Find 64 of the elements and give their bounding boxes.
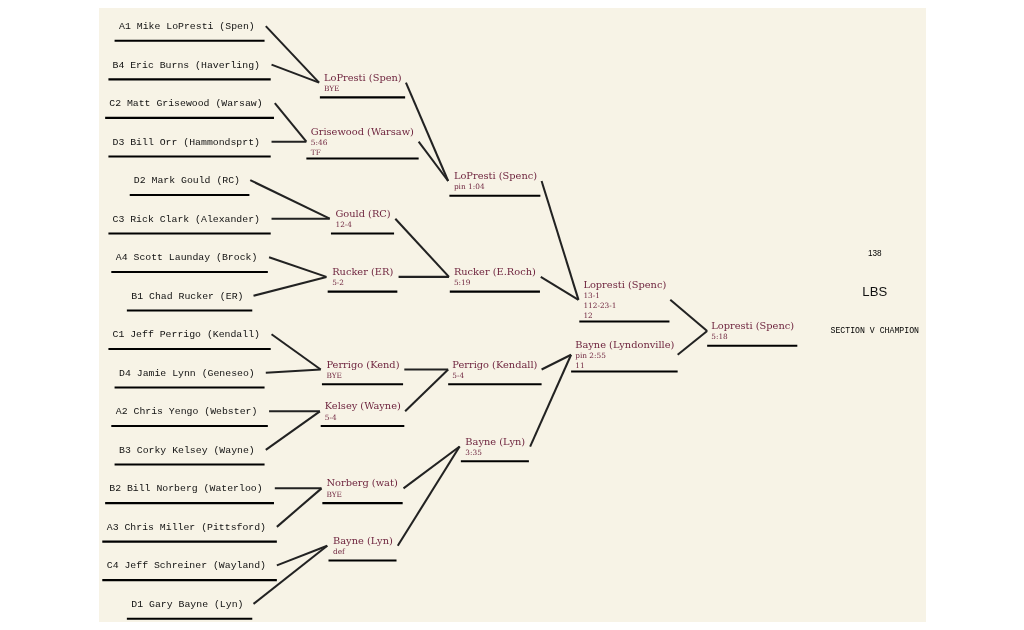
connector: [274, 487, 322, 490]
label: LBS: [861, 283, 887, 299]
connector: [676, 330, 708, 356]
node-text: C3 Rick Clark (Alexander): [112, 213, 260, 225]
node-text: B4 Eric Burns (Haverling): [112, 59, 260, 71]
connector: [252, 544, 328, 605]
connector: [275, 487, 322, 528]
node-text: A1 Mike LoPresti (Spen): [118, 21, 255, 33]
node-text: Lopresti (Spenc) 13-1 112-23-1 12: [582, 279, 666, 321]
node-text: C4 Jeff Schreiner (Wayland): [106, 560, 266, 572]
node-text: Rucker (ER) 5-2: [331, 265, 393, 288]
connector: [528, 354, 572, 447]
connector: [276, 544, 328, 567]
node-text: B2 Bill Norberg (Waterloo): [108, 483, 263, 495]
node-text: Lopresti (Spenc) 5:18: [710, 320, 794, 342]
connector: [540, 180, 579, 301]
node-text: LoPresti (Spenc) pin 1:04: [453, 170, 537, 192]
node-text: Rucker (E.Roch) 5:19: [453, 265, 536, 288]
node-text: Norberg (wat) BYE: [325, 477, 398, 499]
label: 138: [867, 248, 882, 258]
connector: [417, 141, 449, 182]
node-text: B1 Chad Rucker (ER): [130, 290, 243, 302]
connector: [252, 275, 327, 297]
node-text: D2 Mark Gould (RC): [133, 175, 240, 187]
connector: [270, 63, 319, 84]
label: SECTION V CHAMPION: [830, 326, 919, 336]
node-text: D4 Jamie Lynn (Geneseo): [118, 367, 255, 379]
connector: [669, 299, 708, 332]
connector: [403, 368, 448, 371]
node-text: D3 Bill Orr (Hammondsprt): [112, 136, 260, 148]
node-text: B3 Corky Kelsey (Wayne): [118, 444, 255, 456]
node-text: LoPresti (Spen) BYE: [323, 71, 402, 93]
node-text: A4 Scott Launday (Brock): [115, 252, 257, 264]
node-text: Bayne (Lyn) 3:35: [464, 435, 525, 457]
connector: [404, 82, 449, 182]
node-text: Gould (RC) 12-4: [334, 207, 391, 230]
node-text: C2 Matt Grisewood (Warsaw): [108, 98, 263, 110]
connector: [403, 368, 449, 413]
node-text: Perrigo (Kend) BYE: [325, 358, 399, 380]
connector: [264, 410, 320, 451]
node-text: C1 Jeff Perrigo (Kendall): [112, 329, 260, 341]
node-text: Kelsey (Wayne) 5-4: [324, 400, 401, 422]
node-text: Bayne (Lyndonville) pin 2:55 11: [574, 338, 674, 371]
node-text: A3 Chris Miller (Pittsford): [106, 521, 266, 533]
node-text: D1 Gary Bayne (Lyn): [130, 598, 243, 610]
connector: [398, 275, 449, 278]
node-text: Bayne (Lyn) def: [332, 534, 393, 557]
connector: [271, 217, 330, 220]
connector: [270, 333, 321, 371]
connector: [249, 179, 330, 220]
connector: [268, 410, 320, 413]
connector: [394, 218, 450, 278]
node-text: Perrigo (Kendall) 5-4: [451, 358, 537, 380]
connector: [540, 353, 572, 371]
connector: [396, 446, 460, 547]
node-text: A2 Chris Yengo (Webster): [115, 406, 257, 418]
connector: [402, 445, 460, 490]
connector: [271, 140, 306, 143]
connector: [268, 256, 327, 278]
connector: [539, 276, 579, 301]
node-text: Grisewood (Warsaw) 5:46 TF: [310, 125, 414, 157]
connector: [264, 25, 320, 84]
connector: [265, 368, 321, 374]
connector: [273, 102, 307, 143]
